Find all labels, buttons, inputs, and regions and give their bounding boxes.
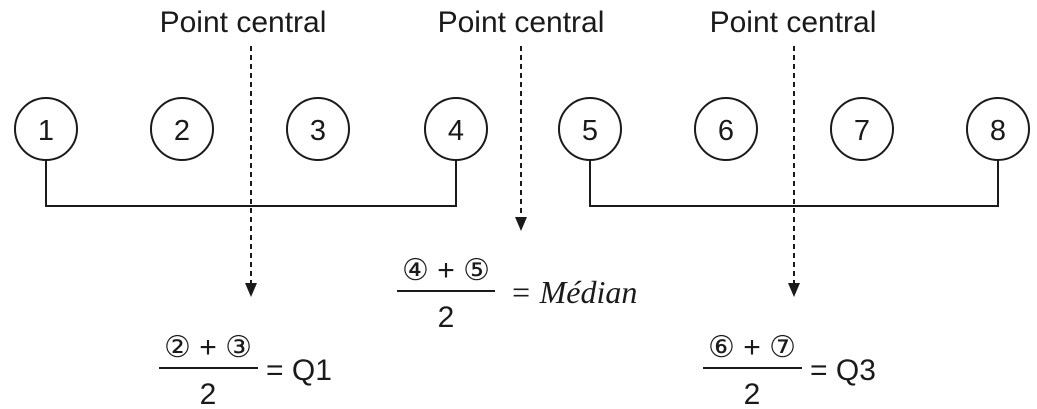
node-3: 3 [286,97,350,161]
q3-numerator: ⑥ + ⑦ [708,331,796,364]
q3-result: = Q3 [810,354,876,387]
q1-numerator: ② + ③ [164,331,252,364]
node-5-label: 5 [582,115,598,147]
node-2-label: 2 [174,115,190,147]
node-7: 7 [830,97,894,161]
arrow-head-right [788,283,800,297]
q1-formula: ② + ③ 2 = Q1 [159,331,332,409]
center-point-label-left: Point central [160,6,327,39]
node-6-label: 6 [718,115,734,147]
node-1-label: 1 [38,115,54,147]
bracket-lower-half [45,158,457,207]
arrow-head-left [245,283,257,297]
median-numerator: ④ + ⑤ [402,254,490,287]
center-point-label-mid: Point central [438,6,605,39]
arrow-head-mid [515,217,527,231]
q3-denominator: 2 [744,378,761,409]
node-6: 6 [694,97,758,161]
median-denominator: 2 [438,301,455,334]
median-formula: ④ + ⑤ 2 = Médian [397,254,637,334]
node-4: 4 [424,97,488,161]
node-2: 2 [150,97,214,161]
bracket-upper-half [589,158,999,207]
q1-denominator: 2 [200,378,217,409]
node-8-label: 8 [990,115,1006,147]
node-8: 8 [966,97,1030,161]
median-result: = Médian [510,274,637,310]
node-3-label: 3 [310,115,326,147]
q1-result: = Q1 [266,354,332,387]
center-point-label-right: Point central [710,6,877,39]
node-4-label: 4 [448,115,464,147]
node-1: 1 [14,97,78,161]
q3-formula: ⑥ + ⑦ 2 = Q3 [703,331,876,409]
node-5: 5 [558,97,622,161]
node-7-label: 7 [854,115,870,147]
